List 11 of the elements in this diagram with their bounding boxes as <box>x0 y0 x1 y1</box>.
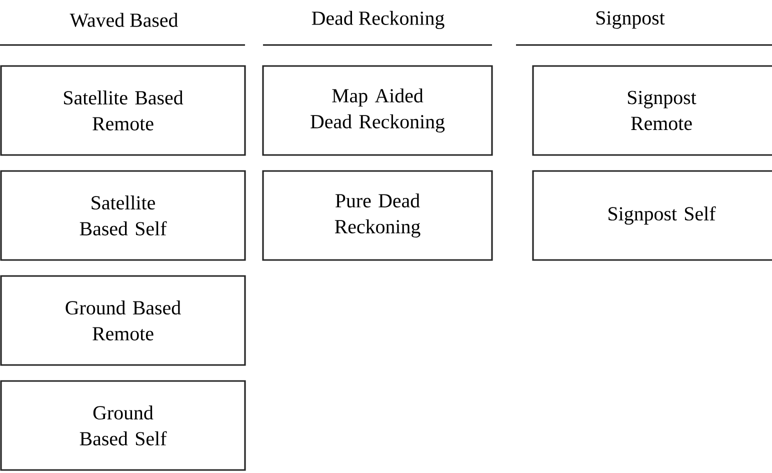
category-box: Pure Dead Reckoning <box>262 170 493 261</box>
category-box: Map Aided Dead Reckoning <box>262 65 493 156</box>
category-box: Ground Based Remote <box>0 275 246 366</box>
category-box: Satellite Based Remote <box>0 65 246 156</box>
column-heading: Signpost <box>596 11 665 29</box>
category-box: Satellite Based Self <box>0 170 246 261</box>
category-box: Signpost Remote <box>532 65 772 156</box>
category-box: Ground Based Self <box>0 380 246 471</box>
category-box: Signpost Self <box>532 170 772 261</box>
column-heading: Dead Reckoning <box>312 10 444 30</box>
column-heading: Waved Based <box>70 12 178 28</box>
